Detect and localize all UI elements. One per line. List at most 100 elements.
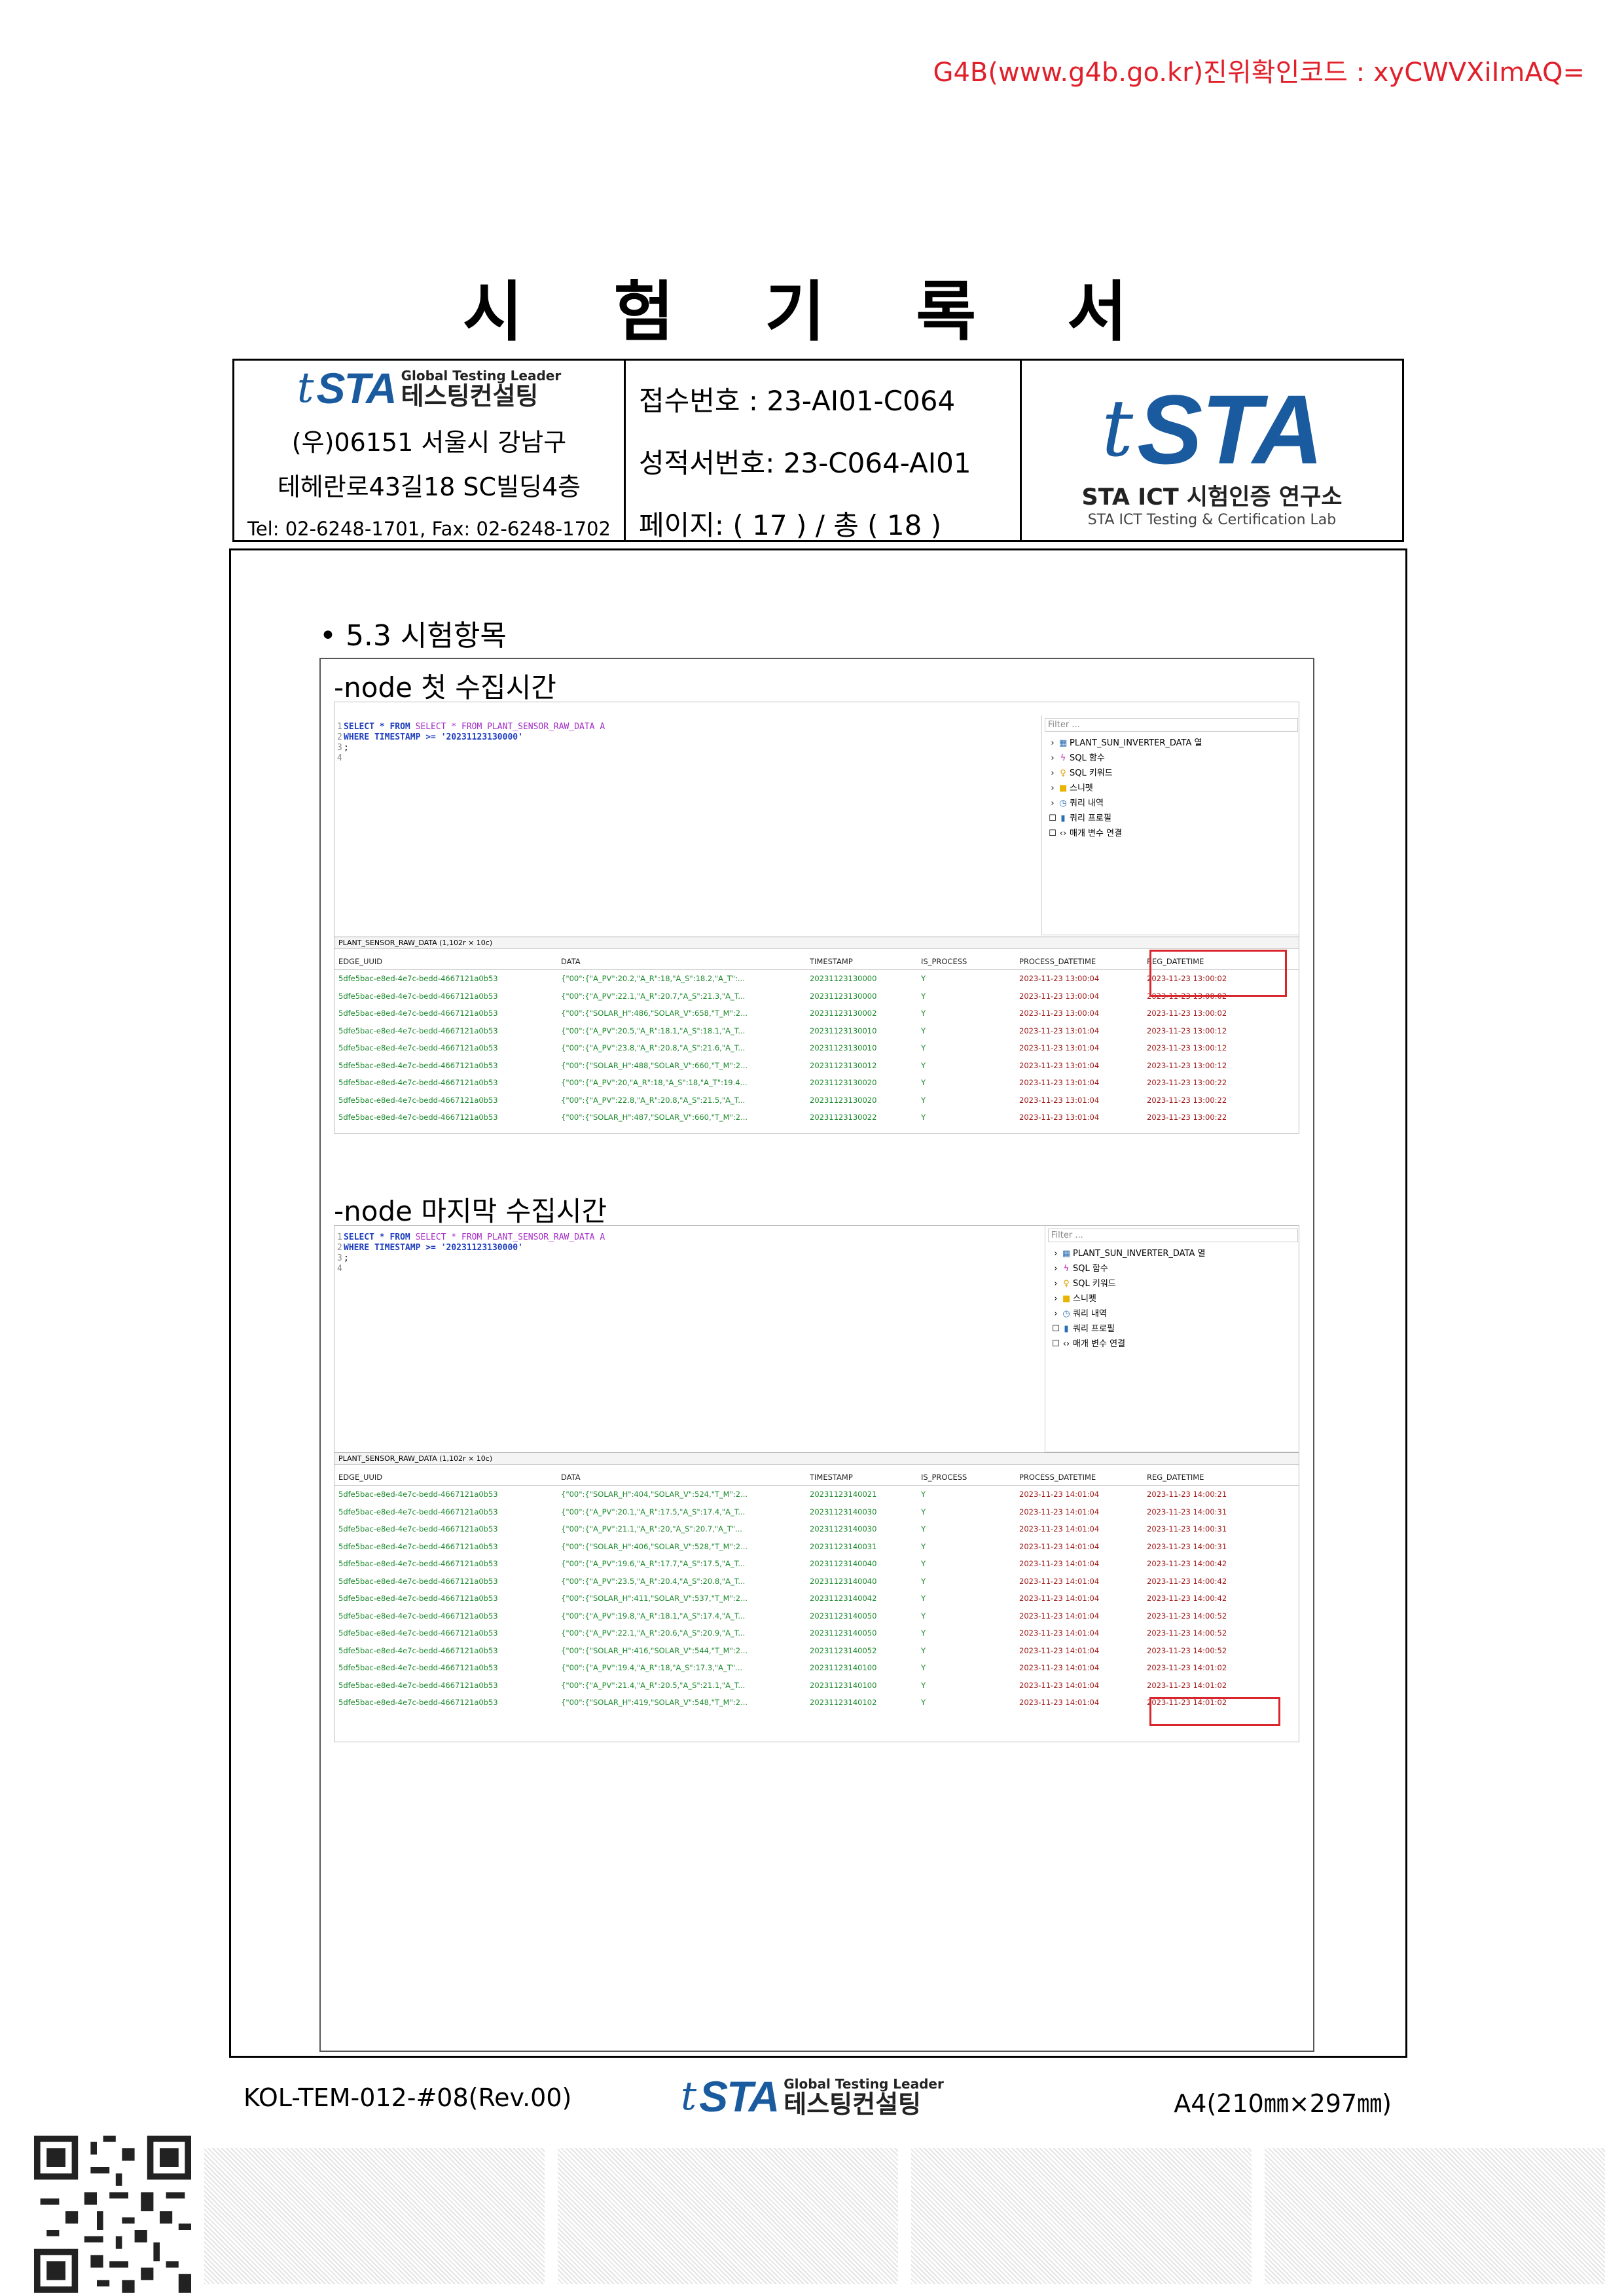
security-pattern bbox=[1265, 2148, 1605, 2284]
table-row[interactable]: 5dfe5bac-e8ed-4e7c-bedd-4667121a0b53{"00… bbox=[334, 1074, 1299, 1092]
table-row[interactable]: 5dfe5bac-e8ed-4e7c-bedd-4667121a0b53{"00… bbox=[334, 1022, 1299, 1040]
nav-item-snippets[interactable]: ›■스니펫 bbox=[1045, 1290, 1299, 1305]
lightning-icon: ϟ bbox=[1063, 1264, 1070, 1274]
contact-info: Tel: 02-6248-1701, Fax: 02-6248-1702 bbox=[247, 518, 611, 540]
table-row[interactable]: 5dfe5bac-e8ed-4e7c-bedd-4667121a0b53{"00… bbox=[334, 1607, 1299, 1625]
table-icon: ▦ bbox=[1062, 1249, 1071, 1259]
table-cell: 5dfe5bac-e8ed-4e7c-bedd-4667121a0b53 bbox=[338, 1026, 498, 1035]
table-row[interactable]: 5dfe5bac-e8ed-4e7c-bedd-4667121a0b53{"00… bbox=[334, 1039, 1299, 1057]
table-cell: 20231123140100 bbox=[810, 1663, 877, 1673]
table-cell: 2023-11-23 13:01:04 bbox=[1019, 1095, 1100, 1105]
chevron-right-icon: › bbox=[1051, 753, 1055, 763]
nav-item-query-history[interactable]: ›◷쿼리 내역 bbox=[1042, 795, 1299, 810]
table-cell: 5dfe5bac-e8ed-4e7c-bedd-4667121a0b53 bbox=[338, 1095, 498, 1105]
table-cell: 2023-11-23 14:01:04 bbox=[1019, 1680, 1100, 1690]
nav-item-query-history[interactable]: ›◷쿼리 내역 bbox=[1045, 1305, 1299, 1320]
table-row[interactable]: 5dfe5bac-e8ed-4e7c-bedd-4667121a0b53 {"00… bbox=[334, 1092, 1299, 1109]
column-header[interactable]: IS_PROCESS bbox=[917, 954, 1015, 970]
table-cell: Y bbox=[921, 1490, 926, 1499]
table-cell: 2023-11-23 13:01:04 bbox=[1019, 1026, 1100, 1035]
table-cell: 2023-11-23 13:00:22 bbox=[1147, 1113, 1227, 1122]
nav-item-sql-keywords[interactable]: ›♀SQL 키워드 bbox=[1045, 1275, 1299, 1290]
nav-item-sql-keywords[interactable]: ›♀SQL 키워드 bbox=[1042, 764, 1299, 780]
table-row[interactable]: 5dfe5bac-e8ed-4e7c-bedd-4667121a0b53{"00… bbox=[334, 1005, 1299, 1022]
table-cell: 2023-11-23 13:00:04 bbox=[1019, 974, 1100, 984]
column-header[interactable]: PROCESS_DATETIME bbox=[1015, 954, 1143, 970]
table-cell: 20231123130000 bbox=[810, 974, 877, 984]
table-cell: 2023-11-23 14:00:21 bbox=[1147, 1490, 1227, 1499]
table-cell: 5dfe5bac-e8ed-4e7c-bedd-4667121a0b53 bbox=[338, 1698, 498, 1708]
table-row[interactable]: 5dfe5bac-e8ed-4e7c-bedd-4667121a0b53{"00… bbox=[334, 1573, 1299, 1590]
table-cell: 20231123140050 bbox=[810, 1611, 877, 1621]
sql-line-1: SELECT * FROM PLANT_SENSOR_RAW_DATA A bbox=[415, 1232, 605, 1242]
table-row[interactable]: 5dfe5bac-e8ed-4e7c-bedd-4667121a0b53{"00… bbox=[334, 1642, 1299, 1660]
chevron-right-icon: › bbox=[1051, 738, 1055, 748]
table-row[interactable]: 5dfe5bac-e8ed-4e7c-bedd-4667121a0b53{"00… bbox=[334, 1503, 1299, 1521]
table-row[interactable]: 5dfe5bac-e8ed-4e7c-bedd-4667121a0b53{"00… bbox=[334, 1590, 1299, 1607]
table-cell: {"00":{"SOLAR_H":488,"SOLAR_V":660,"T_M"… bbox=[561, 1060, 748, 1070]
column-header[interactable]: REG_DATETIME bbox=[1143, 954, 1299, 970]
lab-logo-icon: t bbox=[1101, 384, 1134, 475]
report-info-cell: 접수번호 : 23-AI01-C064 성적서번호: 23-C064-AI01 … bbox=[626, 361, 1022, 541]
checkbox-icon[interactable]: ☐ bbox=[1049, 814, 1056, 823]
table-cell: Y bbox=[921, 1628, 926, 1638]
checkbox-icon[interactable]: ☐ bbox=[1049, 829, 1056, 838]
table-cell: 2023-11-23 14:01:04 bbox=[1019, 1645, 1100, 1655]
table-cell: 20231123140031 bbox=[810, 1541, 877, 1551]
nav-item-columns[interactable]: ›▦PLANT_SUN_INVERTER_DATA 열 bbox=[1042, 734, 1299, 749]
column-header[interactable]: IS_PROCESS bbox=[917, 1469, 1015, 1486]
nav-item-bind-params[interactable]: ☐‹›매개 변수 연결 bbox=[1052, 1339, 1126, 1349]
column-header[interactable]: PROCESS_DATETIME bbox=[1015, 1469, 1143, 1486]
nav-item-columns[interactable]: ›▦PLANT_SUN_INVERTER_DATA 열 bbox=[1045, 1245, 1299, 1260]
column-header[interactable]: REG_DATETIME bbox=[1143, 1469, 1299, 1486]
nav-item-snippets[interactable]: ›■스니펫 bbox=[1042, 780, 1299, 795]
table-cell: Y bbox=[921, 974, 926, 984]
table-cell: 2023-11-23 13:00:04 bbox=[1019, 991, 1100, 1001]
table-cell: {"00":{"A_PV":23.5,"A_R":20.4,"A_S":20.8… bbox=[561, 1576, 746, 1586]
table-row[interactable]: 5dfe5bac-e8ed-4e7c-bedd-4667121a0b53{"00… bbox=[334, 1555, 1299, 1573]
table-cell: {"00":{"A_PV":22.8,"A_R":20.8,"A_S":21.5… bbox=[561, 1095, 746, 1105]
column-header[interactable]: DATA bbox=[557, 954, 806, 970]
table-row[interactable]: 5dfe5bac-e8ed-4e7c-bedd-4667121a0b53{"00… bbox=[334, 1659, 1299, 1677]
table-row[interactable]: 5dfe5bac-e8ed-4e7c-bedd-4667121a0b53{"00… bbox=[334, 1109, 1299, 1126]
bar-chart-icon: ▮ bbox=[1064, 1324, 1069, 1334]
column-header[interactable]: EDGE_UUID bbox=[334, 1469, 557, 1486]
table-row[interactable]: 5dfe5bac-e8ed-4e7c-bedd-4667121a0b53{"00… bbox=[334, 1520, 1299, 1538]
filter-input[interactable]: Filter ... bbox=[1045, 718, 1298, 732]
table-row[interactable]: 5dfe5bac-e8ed-4e7c-bedd-4667121a0b53{"00… bbox=[334, 1057, 1299, 1075]
table-row[interactable]: 5dfe5bac-e8ed-4e7c-bedd-4667121a0b53{"00… bbox=[334, 1624, 1299, 1642]
table-cell: 2023-11-23 14:00:52 bbox=[1147, 1645, 1227, 1655]
table-row[interactable]: 5dfe5bac-e8ed-4e7c-bedd-4667121a0b53{"00… bbox=[334, 1486, 1299, 1503]
table-row[interactable]: 5dfe5bac-e8ed-4e7c-bedd-4667121a0b53{"00… bbox=[334, 1677, 1299, 1695]
page-indicator: 페이지: ( 17 ) / 총 ( 18 ) bbox=[639, 509, 942, 541]
filter-input[interactable]: Filter ... bbox=[1048, 1229, 1298, 1242]
result-tab[interactable]: PLANT_SENSOR_RAW_DATA (1,102r × 10c) bbox=[334, 1452, 1299, 1465]
table-cell: 20231123130020 bbox=[810, 1095, 877, 1105]
company-cell: t STA Global Testing Leader 테스팅컨설팅 (우)06… bbox=[234, 361, 626, 540]
lightning-icon: ϟ bbox=[1060, 753, 1066, 763]
nav-item-query-profile[interactable]: ☐▮쿼리 프로필 bbox=[1052, 1324, 1115, 1334]
nav-item-bind-params[interactable]: ☐‹›매개 변수 연결 bbox=[1049, 829, 1123, 838]
table-row[interactable]: 5dfe5bac-e8ed-4e7c-bedd-4667121a0b53{"00… bbox=[334, 1538, 1299, 1556]
checkbox-icon[interactable]: ☐ bbox=[1052, 1339, 1060, 1349]
table-cell: Y bbox=[921, 1541, 926, 1551]
table-cell: 5dfe5bac-e8ed-4e7c-bedd-4667121a0b53 bbox=[338, 1490, 498, 1499]
table-cell: Y bbox=[921, 1645, 926, 1655]
chevron-right-icon: › bbox=[1051, 798, 1055, 808]
table-cell: 2023-11-23 14:01:04 bbox=[1019, 1490, 1100, 1499]
column-header[interactable]: TIMESTAMP bbox=[806, 954, 917, 970]
column-header[interactable]: EDGE_UUID bbox=[334, 954, 557, 970]
result-tab[interactable]: PLANT_SENSOR_RAW_DATA (1,102r × 10c) bbox=[334, 937, 1299, 949]
nav-item-query-profile[interactable]: ☐▮쿼리 프로필 bbox=[1049, 814, 1111, 823]
company-name: 테스팅컨설팅 bbox=[401, 382, 539, 410]
table-icon: ▦ bbox=[1059, 738, 1068, 748]
table-cell: 2023-11-23 14:01:04 bbox=[1019, 1698, 1100, 1708]
column-header[interactable]: DATA bbox=[557, 1469, 806, 1486]
checkbox-icon[interactable]: ☐ bbox=[1052, 1324, 1060, 1334]
column-header[interactable]: TIMESTAMP bbox=[806, 1469, 917, 1486]
